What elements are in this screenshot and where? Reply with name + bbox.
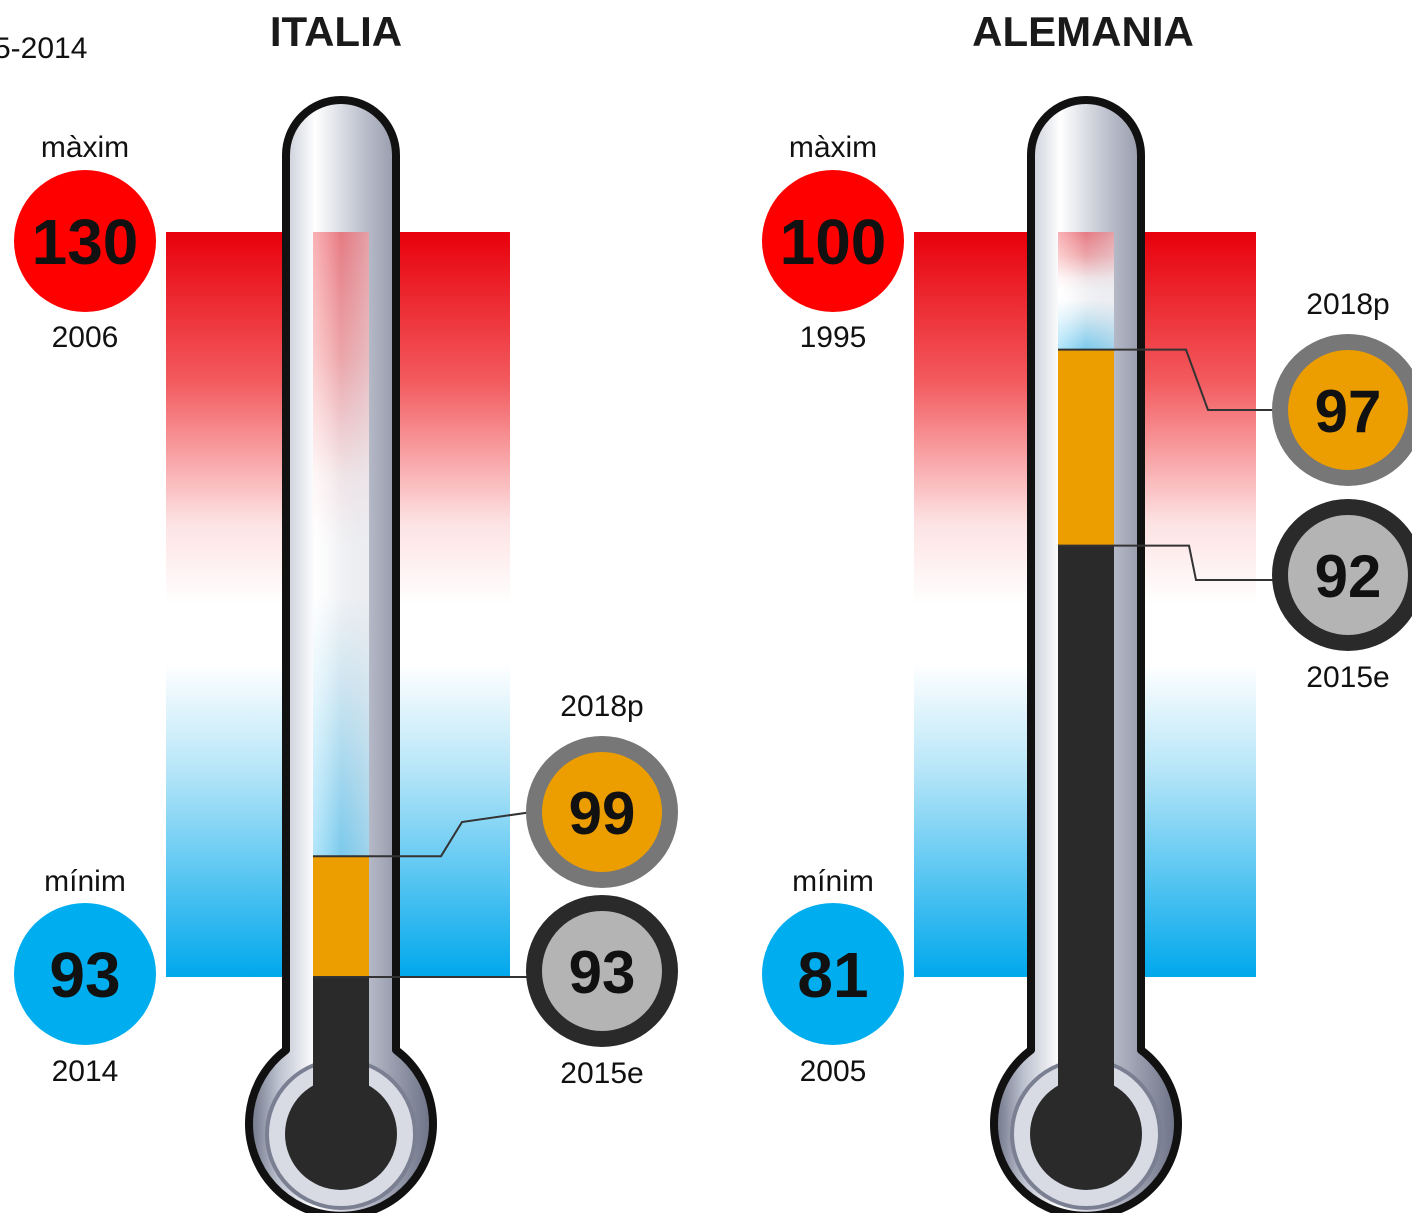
estimate-value: 92 (1315, 543, 1382, 610)
min-circle (762, 903, 904, 1045)
estimate-value: 93 (569, 939, 636, 1006)
max-label: màxim (41, 131, 129, 164)
estimate-label: 2015e (1306, 661, 1389, 694)
projection-label: 2018p (560, 690, 643, 723)
thermometer-alemania: ALEMANIA màxim 100 1995 mínim 81 2005 2018p 97 92… (762, 8, 1412, 1213)
min-label: mínim (44, 865, 126, 898)
mercury-bulb (285, 1078, 397, 1190)
max-label: màxim (789, 131, 877, 164)
thermometer-channel-glass (313, 232, 369, 857)
min-year: 2005 (800, 1055, 867, 1088)
chart-title: ITALIA (270, 8, 402, 55)
projection-band (1058, 349, 1114, 546)
projection-leader-line (1058, 348, 1278, 411)
chart-title: ALEMANIA (972, 8, 1194, 55)
max-value: 130 (32, 206, 139, 278)
estimate-circle (1272, 499, 1412, 651)
max-value: 100 (780, 206, 887, 278)
estimate-circle (526, 895, 678, 1047)
estimate-label: 2015e (560, 1057, 643, 1090)
estimate-leader-line (1058, 544, 1276, 581)
header-fragment-text: 5-2014 (0, 32, 87, 65)
min-circle (14, 903, 156, 1045)
max-year: 1995 (800, 321, 867, 354)
mercury-column (1058, 545, 1114, 1100)
projection-circle (526, 736, 678, 888)
max-year: 2006 (52, 321, 119, 354)
projection-circle (1272, 334, 1412, 486)
min-value: 93 (49, 939, 120, 1011)
projection-value: 99 (569, 780, 636, 847)
min-year: 2014 (52, 1055, 119, 1088)
min-label: mínim (792, 865, 874, 898)
thermometer-italia: ITALIA màxim 130 2006 mínim 93 2014 2018p 99 93 20… (14, 8, 678, 1213)
projection-band (313, 856, 369, 977)
projection-label: 2018p (1306, 288, 1389, 321)
max-circle (14, 170, 156, 312)
max-circle (762, 170, 904, 312)
projection-leader-line (313, 811, 533, 858)
thermometer-channel-glass (1058, 232, 1114, 350)
projection-value: 97 (1315, 378, 1382, 445)
mercury-bulb (1030, 1078, 1142, 1190)
min-value: 81 (797, 939, 868, 1011)
